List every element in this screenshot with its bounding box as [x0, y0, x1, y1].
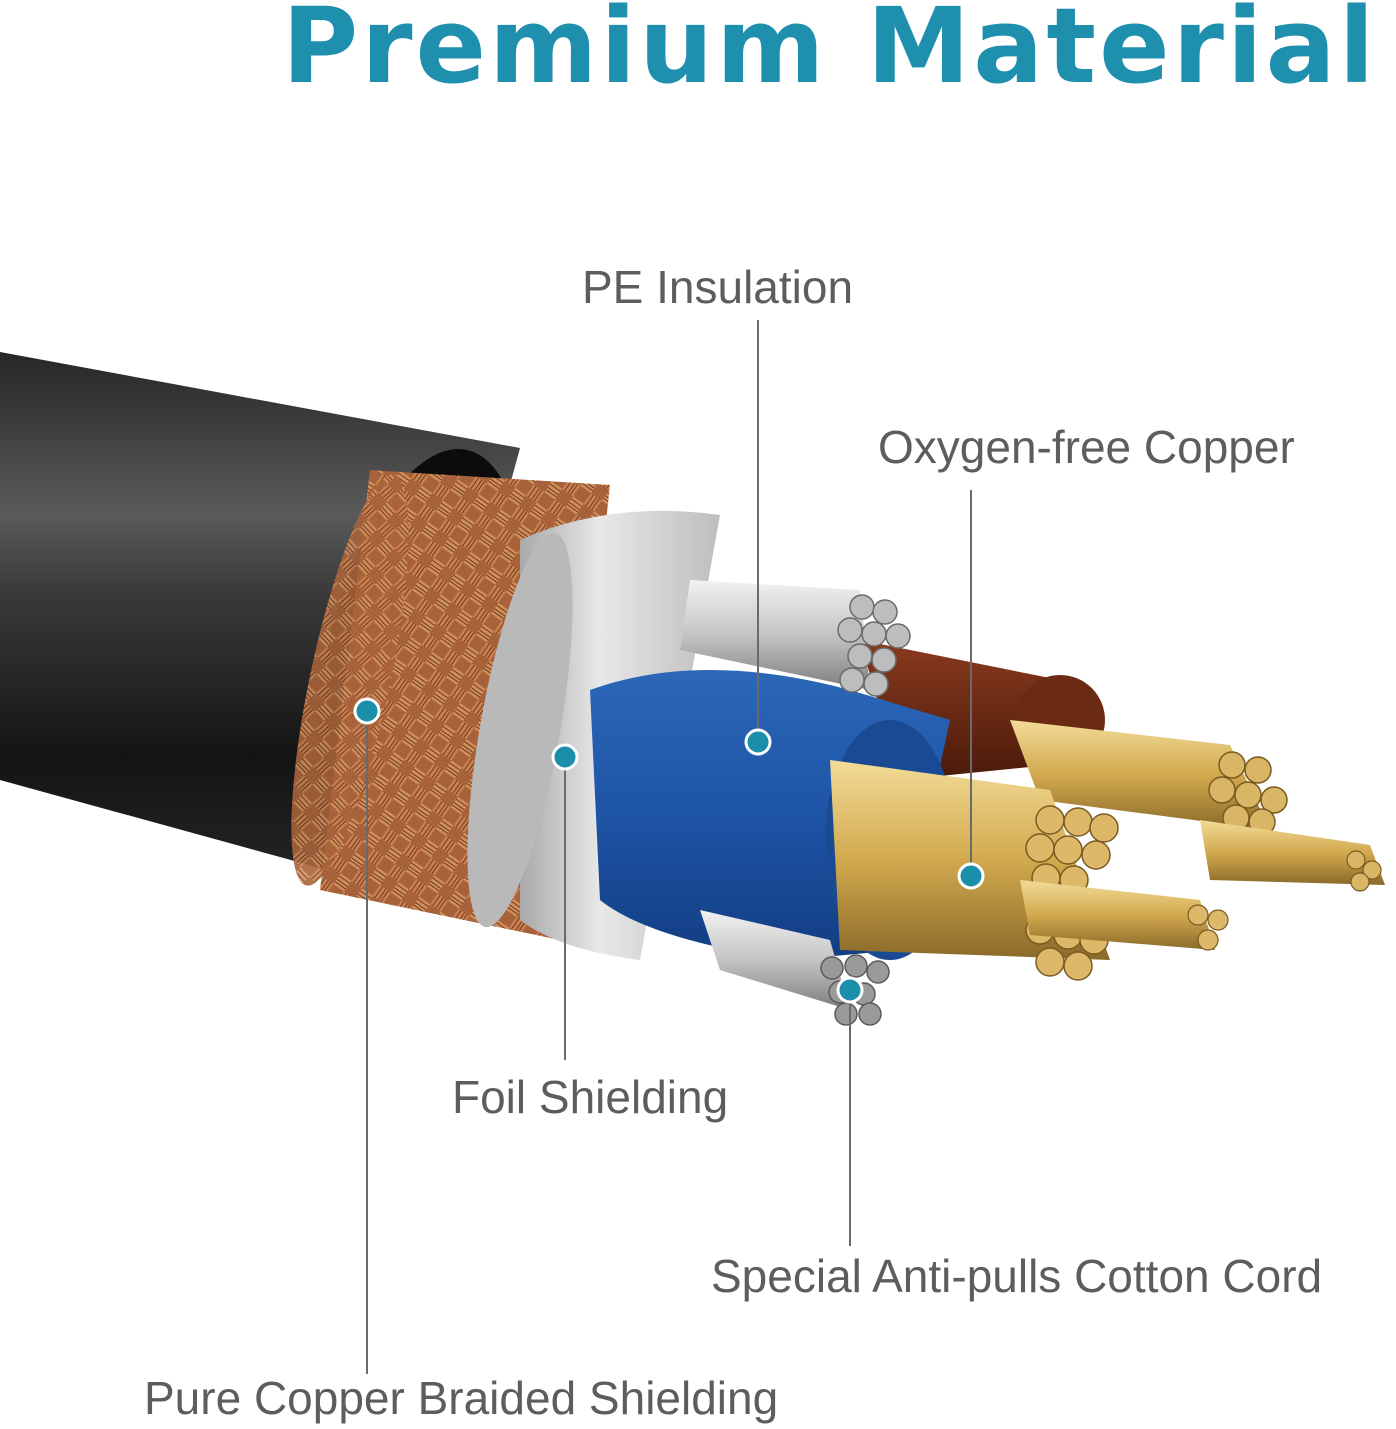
label-oxygen-free-copper: Oxygen-free Copper [878, 421, 1295, 473]
marker-dot-oxygen [957, 862, 985, 890]
markers [353, 697, 985, 1004]
marker-dot-foil [551, 743, 579, 771]
marker-dot-pe [744, 728, 772, 756]
page-title: Premium Material [0, 0, 1396, 120]
title-text: Premium Material [282, 0, 1378, 107]
label-cotton-cord: Special Anti-pulls Cotton Cord [711, 1250, 1323, 1302]
marker-dot-pure [353, 697, 381, 725]
gold-conductor-back [1010, 720, 1385, 892]
silver-strand-bundle-upper [680, 580, 911, 697]
label-foil-shielding: Foil Shielding [452, 1071, 729, 1123]
label-pe-insulation: PE Insulation [582, 261, 854, 313]
label-copper-braid: Pure Copper Braided Shielding [144, 1372, 779, 1424]
marker-dot-special [836, 976, 864, 1004]
leader-lines [366, 320, 972, 1374]
